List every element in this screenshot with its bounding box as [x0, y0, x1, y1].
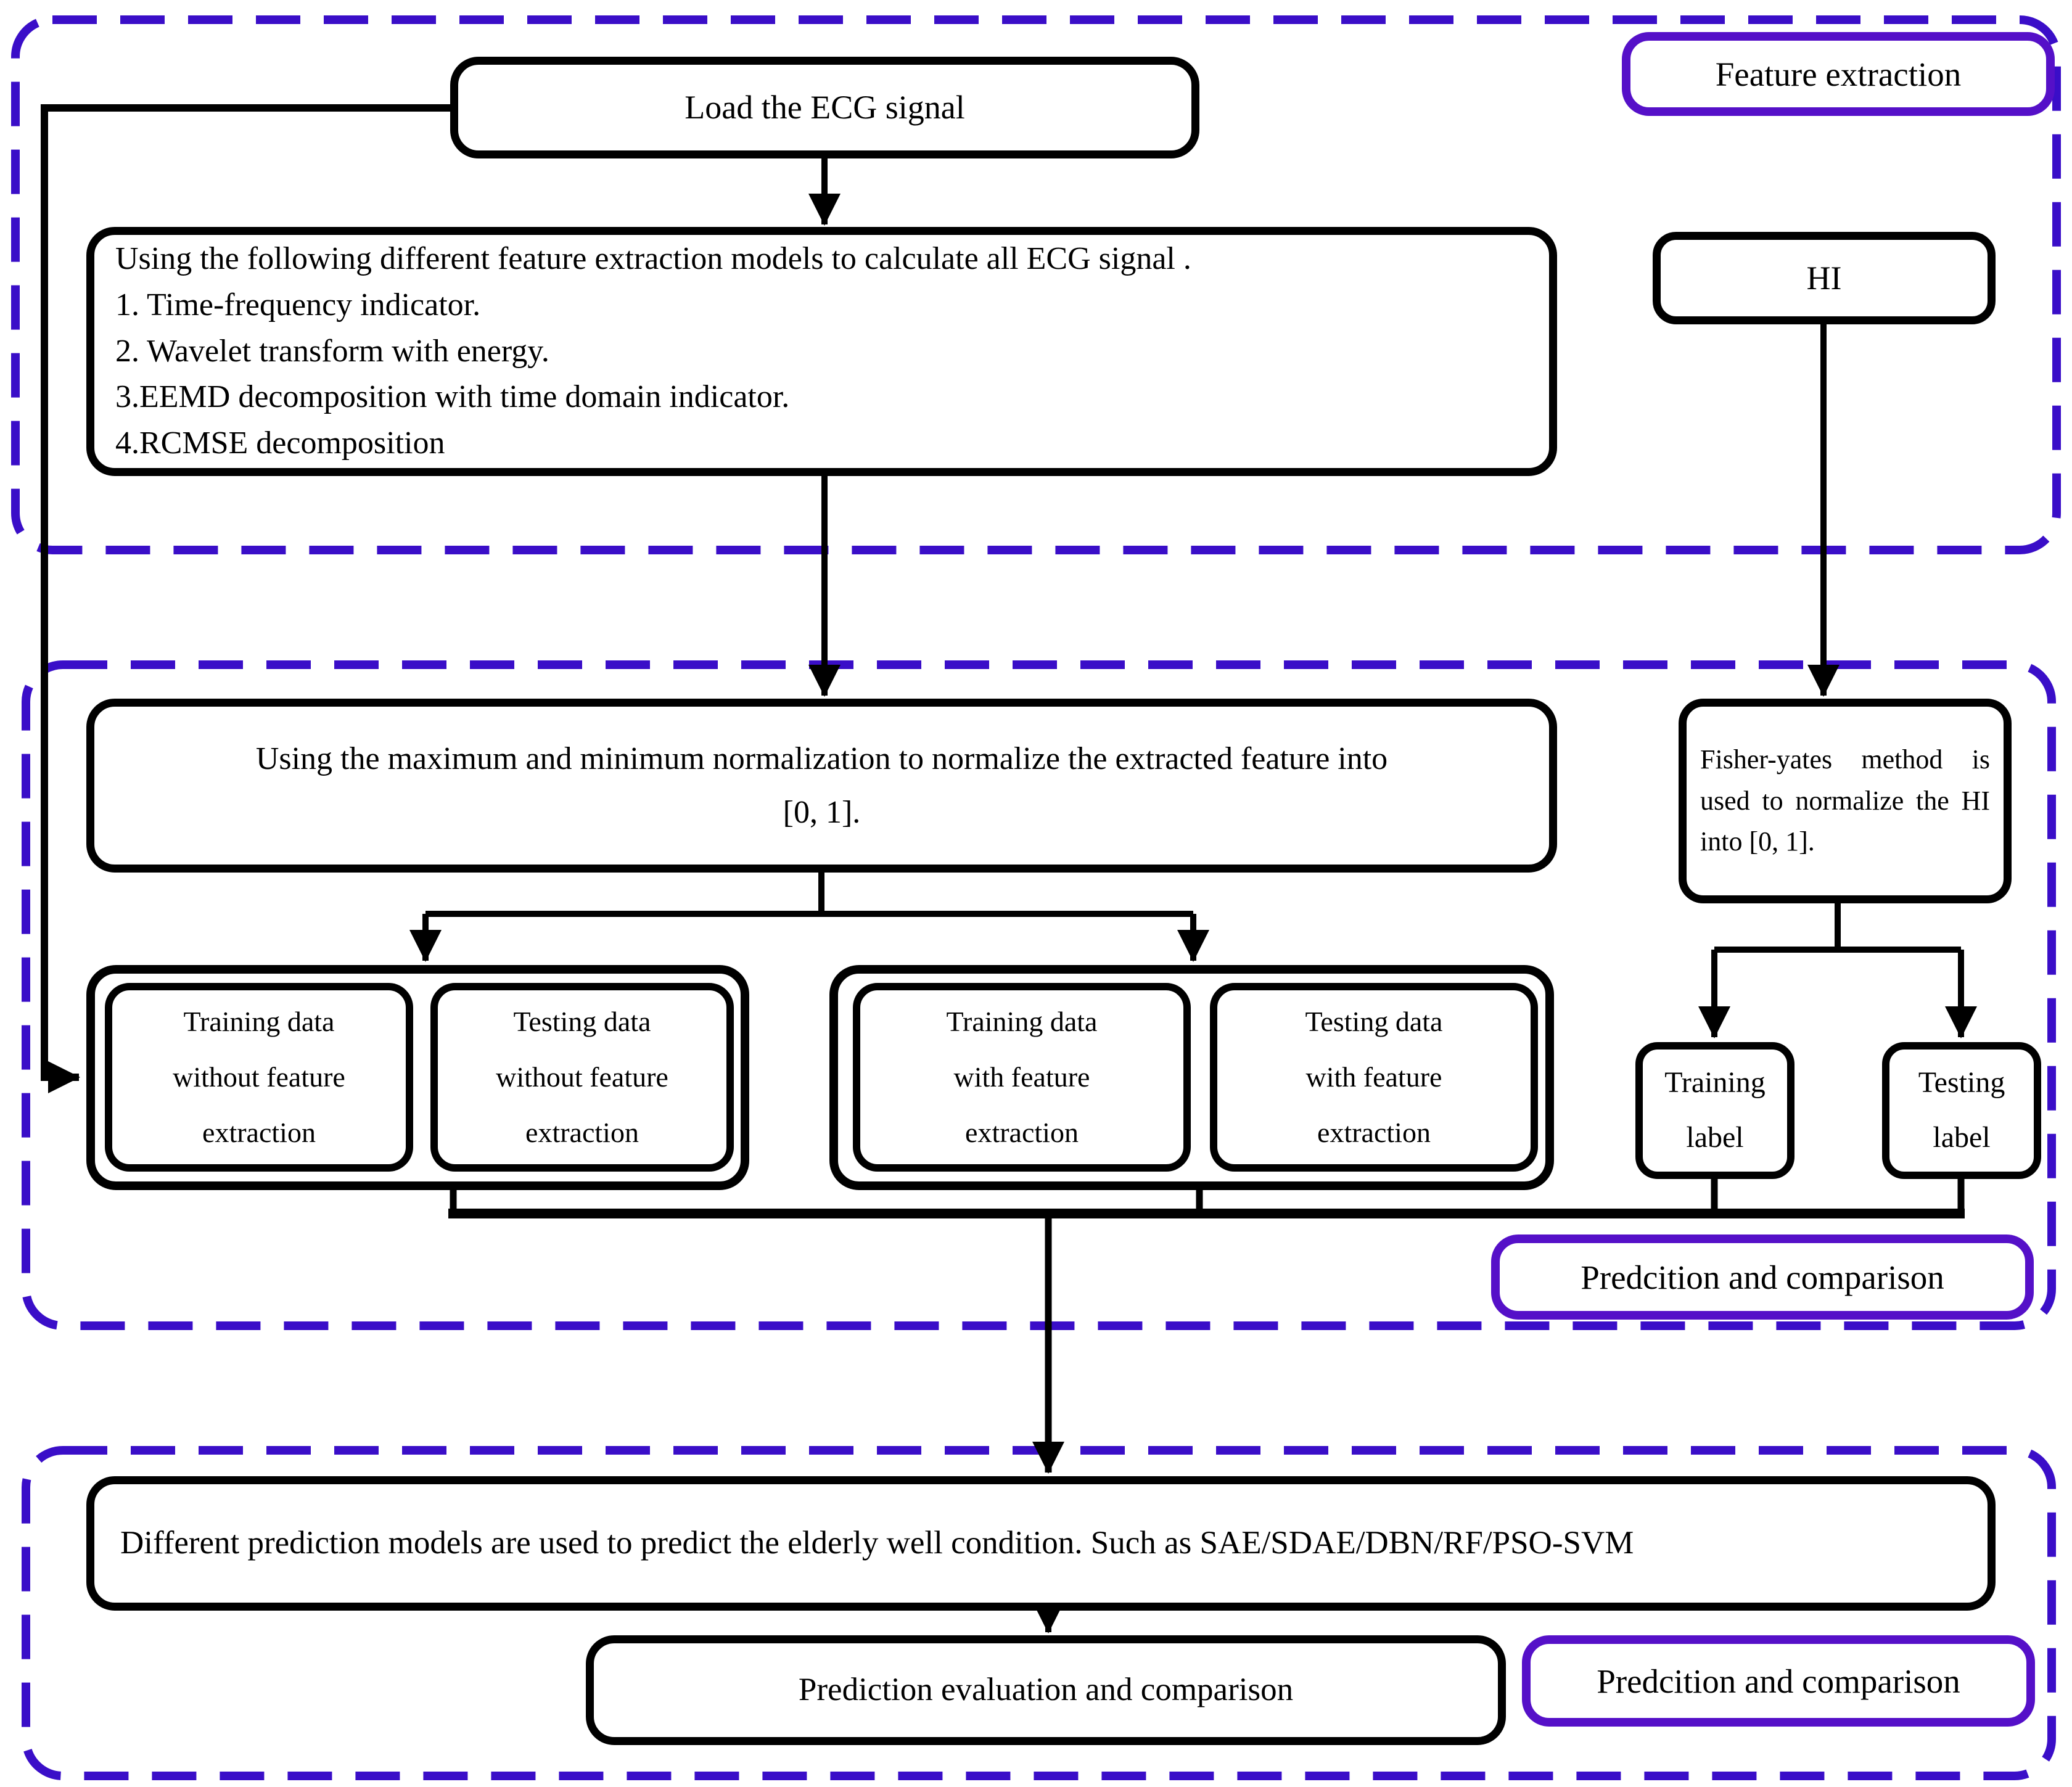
node-training-data-with-fe: Training data with feature extraction — [853, 983, 1191, 1172]
node-text-line: used to normalize the HI — [1700, 785, 1990, 816]
node-text: Different prediction models are used to … — [120, 1525, 1634, 1561]
connector-fisher-split — [1714, 902, 1961, 953]
node-text-line: 2. Wavelet transform with energy. — [115, 333, 549, 369]
node-text: Load the ECG signal — [684, 89, 965, 126]
node-text-line: Testing data — [1305, 1006, 1443, 1038]
node-text-line: extraction — [525, 1116, 639, 1148]
node-text-line: 3.EEMD decomposition with time domain in… — [115, 379, 790, 415]
node-feature-extraction-models: Using the following different feature ex… — [86, 227, 1557, 476]
node-text-line: Training — [1664, 1066, 1766, 1099]
section-border-feature-extraction — [11, 15, 2061, 554]
section-label-text: Predcition and comparison — [1597, 1662, 1960, 1700]
node-training-label: Training label — [1635, 1042, 1794, 1179]
section-label-prediction-middle: Predcition and comparison — [1491, 1234, 2034, 1320]
node-text-line: Training data — [946, 1006, 1098, 1038]
node-text-line: label — [1686, 1121, 1744, 1154]
node-load-ecg-signal: Load the ECG signal — [450, 57, 1199, 158]
node-hi: HI — [1653, 232, 1996, 324]
node-normalization: Using the maximum and minimum normalizat… — [86, 699, 1557, 873]
node-text: HI — [1806, 259, 1842, 297]
section-label-feature-extraction: Feature extraction — [1622, 32, 2055, 116]
node-text-line: with feature — [1305, 1061, 1442, 1093]
connector-load-to-raw-data — [41, 104, 453, 1093]
node-text-line: without feature — [496, 1061, 668, 1093]
node-text-line: without feature — [173, 1061, 345, 1093]
node-text-line: Fisher-yates method is — [1700, 744, 1990, 774]
node-text-line: into [0, 1]. — [1700, 826, 1815, 857]
node-text-line: label — [1933, 1121, 1991, 1154]
node-testing-label: Testing label — [1882, 1042, 2041, 1179]
node-text-line: [0, 1]. — [783, 795, 861, 830]
node-text-line: with feature — [953, 1061, 1090, 1093]
node-text-line: extraction — [965, 1116, 1079, 1148]
node-testing-data-without-fe: Testing data without feature extraction — [430, 983, 734, 1172]
node-text-line: extraction — [202, 1116, 316, 1148]
node-testing-data-with-fe: Testing data with feature extraction — [1210, 983, 1538, 1172]
section-label-text: Feature extraction — [1715, 55, 1962, 93]
connector-normalize-split — [426, 871, 1193, 917]
section-border-prediction-middle — [22, 660, 2056, 1330]
node-text-line: Using the maximum and minimum normalizat… — [255, 741, 1388, 776]
node-text-line: 1. Time-frequency indicator. — [115, 287, 481, 322]
node-text: Prediction evaluation and comparison — [798, 1672, 1294, 1708]
node-text-line: Training data — [183, 1006, 335, 1038]
node-text-line: 4.RCMSE decomposition — [115, 425, 445, 461]
node-prediction-models: Different prediction models are used to … — [86, 1476, 1996, 1611]
node-fisher-yates: Fisher-yates method is used to normalize… — [1679, 699, 2012, 903]
node-text-line: Using the following different feature ex… — [115, 240, 1191, 276]
section-label-text: Predcition and comparison — [1581, 1258, 1944, 1296]
node-text-line: Testing — [1918, 1066, 2005, 1099]
section-label-prediction-bottom: Predcition and comparison — [1522, 1635, 2035, 1727]
node-text-line: Testing data — [513, 1006, 651, 1038]
connector-bus-stubs — [450, 1175, 1965, 1210]
node-training-data-without-fe: Training data without feature extraction — [105, 983, 413, 1172]
node-text-line: extraction — [1317, 1116, 1431, 1148]
node-prediction-evaluation: Prediction evaluation and comparison — [586, 1635, 1506, 1745]
